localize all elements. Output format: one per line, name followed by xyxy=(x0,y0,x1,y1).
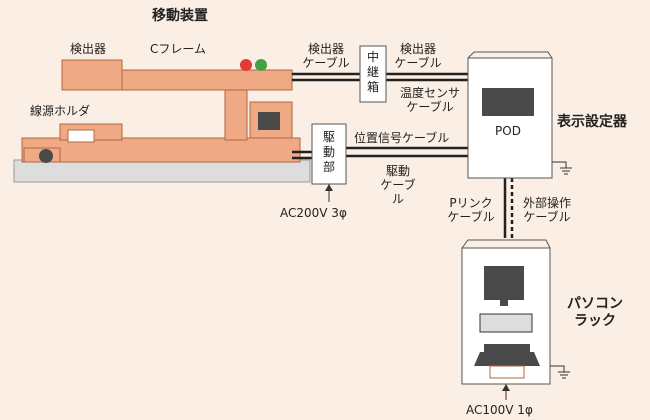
monitor-stand xyxy=(500,300,508,306)
c-frame-label: Cフレーム xyxy=(150,42,207,56)
ground-wire xyxy=(550,365,565,372)
signal-lamps-icon xyxy=(240,59,267,71)
pod-label: POD xyxy=(495,124,521,138)
ac100v-label: AC100V 1φ xyxy=(466,403,533,417)
machine-roller xyxy=(39,149,53,163)
printer-body xyxy=(474,352,540,366)
detector-head xyxy=(61,59,123,91)
drive-unit-box xyxy=(311,123,347,185)
moving-device-title: 移動装置 xyxy=(152,8,208,24)
printer-paper xyxy=(489,365,525,379)
monitor-screen xyxy=(484,266,524,300)
relay-box-label: 中継箱 xyxy=(366,50,379,94)
pod-top-edge xyxy=(467,51,553,59)
pc-rack xyxy=(461,239,570,385)
arrow-up-icon xyxy=(325,184,333,202)
drive-unit-label: 駆動部 xyxy=(322,130,335,174)
pod-cabinet xyxy=(467,51,572,179)
arrow-up-icon xyxy=(502,384,510,400)
ac200-arrowhead xyxy=(325,184,333,191)
ground-wire xyxy=(552,161,567,168)
external-operation-cable-label: 外部操作 ケーブル xyxy=(522,196,571,224)
keyboard-icon xyxy=(479,313,533,333)
detector-cable-2-label: 検出器 ケーブル xyxy=(394,42,442,70)
machine-lower-body xyxy=(21,137,301,163)
pod-screen xyxy=(482,88,534,116)
c-frame-vertical xyxy=(224,87,248,141)
pod-body xyxy=(467,57,553,179)
drive-panel-window xyxy=(258,112,280,130)
relay-box xyxy=(359,45,387,103)
moving-device xyxy=(13,59,311,183)
display-setting-unit-label: 表示設定器 xyxy=(557,114,627,130)
drive-cable-label: 駆動 ケーブル xyxy=(380,164,416,206)
printer-top xyxy=(484,344,530,354)
position-signal-cable-label: 位置信号ケーブル xyxy=(354,131,450,145)
source-holder-label: 線源ホルダ xyxy=(30,104,91,118)
monitor-icon xyxy=(484,266,524,306)
pc-rack-label: パソコン ラック xyxy=(567,296,623,329)
c-frame-arm xyxy=(119,69,293,91)
machine-base xyxy=(13,159,311,183)
ac100-arrowhead xyxy=(502,384,510,391)
pc-rack-top-edge xyxy=(461,239,551,249)
source-holder-slot xyxy=(67,129,95,143)
keyboard-body xyxy=(479,313,533,333)
detector-label: 検出器 xyxy=(70,42,107,56)
detector-cable-1-label: 検出器 ケーブル xyxy=(302,42,350,70)
ac200v-label: AC200V 3φ xyxy=(280,206,347,220)
ground-icon xyxy=(552,161,572,175)
green-lamp-icon xyxy=(255,59,267,71)
red-lamp-icon xyxy=(240,59,252,71)
p-link-cable-label: Pリンク ケーブル xyxy=(447,196,495,224)
ground-icon xyxy=(550,365,570,379)
printer-icon xyxy=(474,344,540,379)
temp-sensor-cable-label: 温度センサ ケーブル xyxy=(399,86,460,114)
cables xyxy=(292,72,514,238)
